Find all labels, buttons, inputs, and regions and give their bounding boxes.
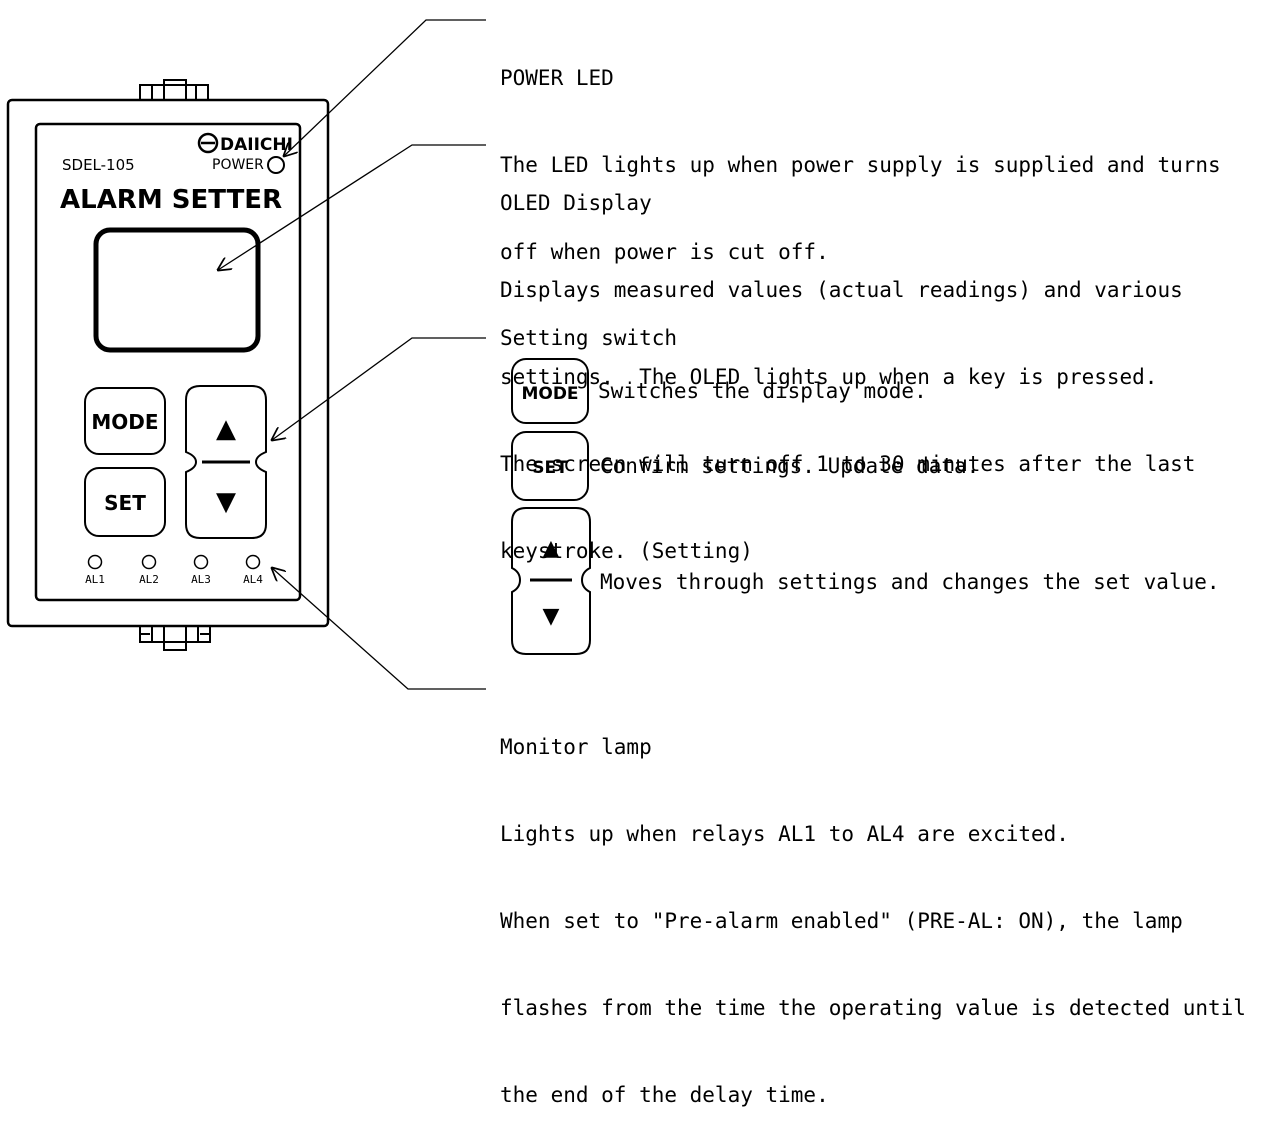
oled-callout: OLED Display Displays measured values (a… [500, 131, 1195, 595]
power-label: POWER [212, 157, 264, 173]
model-number: SDEL-105 [62, 156, 135, 174]
lamp-al3-label: AL3 [191, 573, 211, 586]
lamp-al2-label: AL2 [139, 573, 159, 586]
lamp-al1-label: AL1 [85, 573, 105, 586]
diagram: DAIICHI SDEL-105 POWER ALARM SETTER MODE… [6, 6, 1246, 1107]
oled-desc-line: Displays measured values (actual reading… [500, 278, 1183, 302]
leader-monitor-lamp [272, 568, 486, 690]
lamp-al3 [193, 554, 209, 570]
legend-down-arrow-icon: ▼ [543, 604, 560, 629]
monitor-lamp-desc-line: the end of the delay time. [500, 1083, 829, 1107]
device-drawing: DAIICHI SDEL-105 POWER ALARM SETTER MODE… [6, 19, 591, 690]
legend-set-key-label: SET [532, 458, 568, 478]
monitor-lamp-desc-line: When set to "Pre-alarm enabled" (PRE-AL:… [500, 909, 1183, 933]
mode-key-description: Switches the display mode. [598, 379, 927, 403]
power-led-title: POWER LED [500, 66, 614, 90]
legend-mode-key: MODE [511, 358, 589, 424]
arrow-keys-description: Moves through settings and changes the s… [600, 570, 1220, 594]
oled-desc-line: The screen will turn off 1 to 30 minutes… [500, 452, 1196, 476]
leader-oled [218, 144, 486, 270]
bottom-mount-clip [139, 625, 211, 651]
legend-rocker-key: ▲ ▼ [511, 507, 591, 655]
set-key-description: Confirm settings. Update data. [600, 454, 980, 478]
legend-mode-key-label: MODE [521, 384, 578, 404]
power-led-desc-line: The LED lights up when power supply is s… [500, 153, 1221, 177]
up-arrow-icon: ▲ [216, 414, 236, 444]
setting-switch-title: Setting switch [500, 326, 678, 350]
lamp-al2 [141, 554, 157, 570]
power-led-callout: POWER LED The LED lights up when power s… [500, 6, 1221, 296]
down-arrow-icon: ▼ [216, 487, 236, 517]
oled-display [93, 227, 261, 353]
legend-up-arrow-icon: ▲ [543, 536, 560, 561]
lamp-al4 [245, 554, 261, 570]
brand-logo: DAIICHI [197, 132, 293, 155]
oled-desc-line: keystroke. (Setting) [500, 539, 753, 563]
leader-power-led [284, 19, 486, 156]
lamp-al4-label: AL4 [243, 573, 263, 586]
up-down-rocker[interactable]: ▲ ▼ [185, 385, 267, 539]
monitor-lamp-desc-line: flashes from the time the operating valu… [500, 996, 1246, 1020]
lamp-al1 [87, 554, 103, 570]
brand-name: DAIICHI [220, 135, 293, 155]
monitor-lamp-desc-line: Lights up when relays AL1 to AL4 are exc… [500, 822, 1069, 846]
power-led [267, 156, 285, 174]
oled-title: OLED Display [500, 191, 652, 215]
monitor-lamp-callout: Monitor lamp Lights up when relays AL1 t… [500, 675, 1246, 1139]
legend-set-key: SET [511, 431, 589, 501]
mode-button-label: MODE [91, 410, 158, 434]
mode-button[interactable]: MODE [84, 387, 166, 455]
top-mount-clip [139, 79, 209, 103]
set-button[interactable]: SET [84, 467, 166, 537]
oled-desc-line: settings. The OLED lights up when a key … [500, 365, 1158, 389]
monitor-lamps: AL1 AL2 AL3 AL4 [85, 554, 263, 586]
power-led-desc-line: off when power is cut off. [500, 240, 829, 264]
set-button-label: SET [104, 491, 146, 515]
monitor-lamp-title: Monitor lamp [500, 735, 652, 759]
device-title: ALARM SETTER [60, 185, 282, 215]
leader-setting-switch [272, 337, 486, 440]
